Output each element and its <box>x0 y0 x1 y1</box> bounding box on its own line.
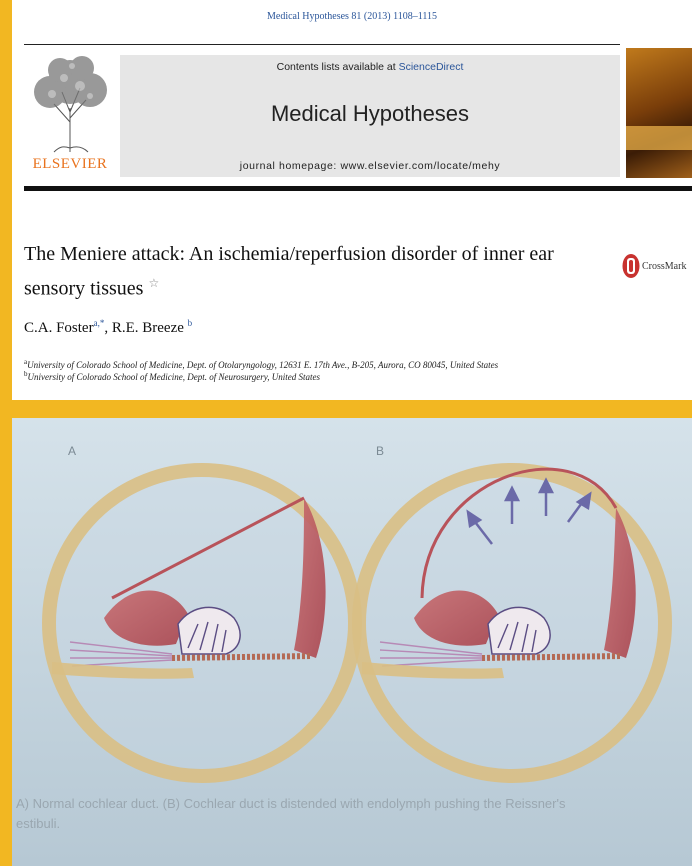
contents-prefix: Contents lists available at <box>277 61 399 73</box>
affiliation-text: University of Colorado School of Medicin… <box>27 360 498 370</box>
affiliation-text: University of Colorado School of Medicin… <box>28 372 321 382</box>
figure-caption: A) Normal cochlear duct. (B) Cochlear du… <box>16 794 692 834</box>
affiliation-b: bUniversity of Colorado School of Medici… <box>24 370 320 382</box>
author-affiliation-mark[interactable]: a,* <box>94 318 105 328</box>
author-name: R.E. Breeze <box>112 320 184 336</box>
cochlear-duct-figure: A B A) Normal cochlear duct. (B) Cochlea… <box>12 418 692 866</box>
contents-line: Contents lists available at ScienceDirec… <box>120 61 620 73</box>
journal-title: Medical Hypotheses <box>120 101 620 127</box>
title-footnote-mark[interactable]: ☆ <box>148 276 159 290</box>
masthead-rule <box>24 186 692 191</box>
journal-homepage-link[interactable]: journal homepage: www.elsevier.com/locat… <box>120 160 620 172</box>
author-list: C.A. Fostera,*, R.E. Breeze b <box>24 318 192 337</box>
panel-label-a: A <box>68 444 76 458</box>
sciencedirect-link[interactable]: ScienceDirect <box>399 61 464 73</box>
caption-line-1: A) Normal cochlear duct. (B) Cochlear du… <box>16 794 692 814</box>
panel-label-b: B <box>376 444 384 458</box>
article-title-text: The Meniere attack: An ischemia/reperfus… <box>24 243 554 300</box>
author-name: C.A. Foster <box>24 320 94 336</box>
cochlea-diagram-a <box>49 470 355 776</box>
header-rule <box>24 44 620 45</box>
journal-citation[interactable]: Medical Hypotheses 81 (2013) 1108–1115 <box>12 11 692 22</box>
crossmark-label[interactable]: CrossMark <box>642 261 692 272</box>
elsevier-wordmark: ELSEVIER <box>22 156 118 173</box>
caption-line-2: estibuli. <box>16 814 692 834</box>
article-title: The Meniere attack: An ischemia/reperfus… <box>24 240 584 304</box>
affiliation-a: aUniversity of Colorado School of Medici… <box>24 358 498 370</box>
journal-masthead: Contents lists available at ScienceDirec… <box>120 55 620 177</box>
crossmark-icon[interactable] <box>622 253 640 284</box>
author-affiliation-mark[interactable]: b <box>188 318 193 328</box>
cochlea-diagram-b <box>359 469 665 776</box>
article-header: Medical Hypotheses 81 (2013) 1108–1115 E… <box>12 0 692 400</box>
journal-cover-image <box>626 48 692 178</box>
